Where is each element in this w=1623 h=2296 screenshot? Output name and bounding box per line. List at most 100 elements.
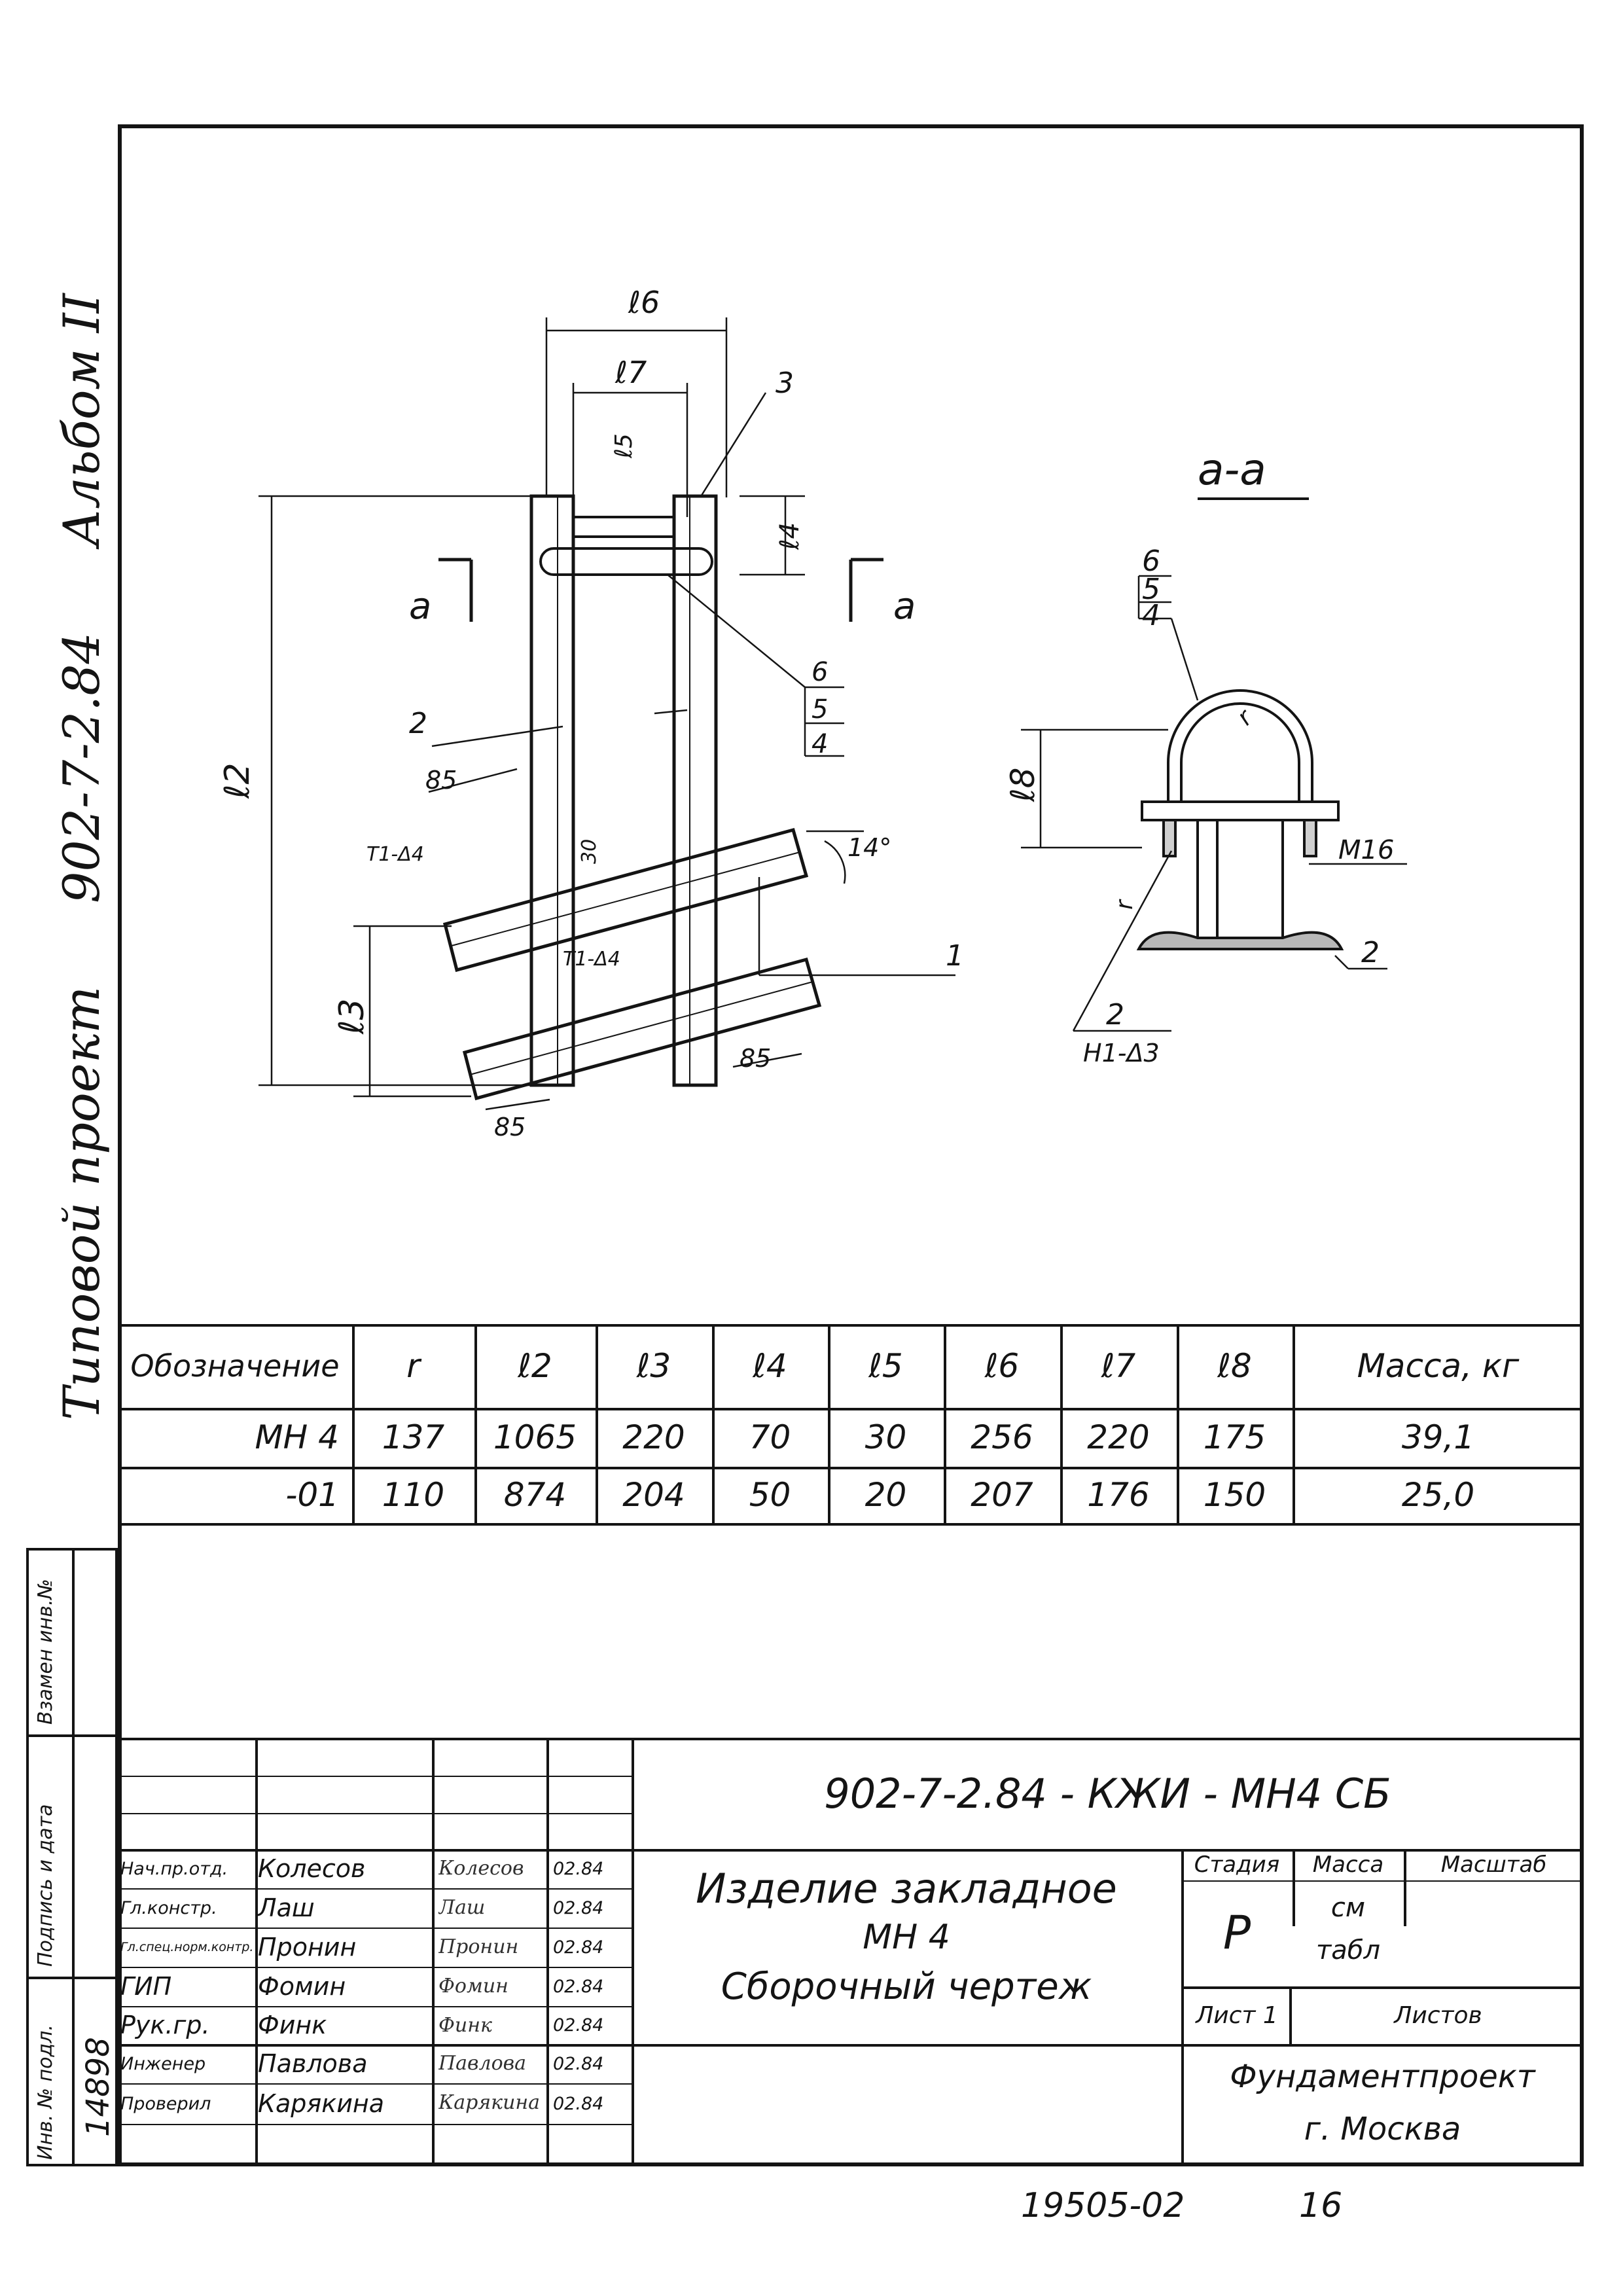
mass-label: Масса — [1312, 1852, 1384, 1878]
table-header-l5: ℓ5 — [868, 1347, 903, 1385]
dimension-lines — [259, 317, 955, 1111]
sheets-label: Листов — [1394, 2001, 1482, 2029]
callout-4: 4 — [812, 729, 828, 759]
table-row-2-designation: -01 — [285, 1476, 339, 1514]
table-row-1-l2: 1065 — [493, 1418, 577, 1456]
staff-signature-2: Лаш — [438, 1896, 486, 1919]
table-header-l3: ℓ3 — [636, 1347, 671, 1385]
staff-date-7: 02.84 — [553, 2093, 604, 2114]
staff-name-4: Фомин — [258, 1972, 346, 2001]
dim-85-bottom: 85 — [494, 1113, 526, 1141]
sheet-label: Лист 1 — [1196, 2001, 1278, 2029]
organization-name: Фундаментпроект — [1230, 2058, 1535, 2095]
left-strip-signature-label: Подпись и дата — [34, 1804, 57, 1967]
staff-signature-4: Фомин — [438, 1975, 508, 1998]
section-weld-r-label: r — [1111, 899, 1138, 910]
table-row-2-l7: 176 — [1087, 1476, 1150, 1514]
diagonal-plate-upper — [442, 827, 809, 973]
drawing-frame — [118, 124, 1584, 2166]
mass-value-line-1: см — [1330, 1893, 1366, 1923]
table-row-2-l2: 874 — [503, 1476, 567, 1514]
staff-date-4: 02.84 — [553, 1976, 604, 1997]
staff-name-3: Пронин — [258, 1933, 357, 1962]
item-name-line-1: Изделие закладное — [696, 1864, 1117, 1912]
table-row-2-l3: 204 — [622, 1476, 685, 1514]
left-strip-inventory-label: Инв. № подл. — [34, 2024, 57, 2160]
right-channel — [672, 494, 718, 1087]
staff-date-5: 02.84 — [553, 2015, 604, 2036]
table-row-1-l4: 70 — [749, 1418, 791, 1456]
dim-l2: ℓ2 — [218, 762, 257, 799]
table-header-l2: ℓ2 — [518, 1347, 552, 1385]
staff-name-6: Павлова — [258, 2049, 368, 2078]
staff-date-2: 02.84 — [553, 1897, 604, 1918]
callout-5: 5 — [812, 694, 828, 725]
callout-1: 1 — [946, 939, 964, 973]
callout-6: 6 — [812, 657, 828, 687]
staff-signature-7: Карякина — [438, 2091, 541, 2114]
table-header-mass: Масса, кг — [1357, 1347, 1520, 1385]
dim-85-top: 85 — [425, 766, 457, 795]
table-row-2-l6: 207 — [971, 1476, 1033, 1514]
section-view: а-а 6 5 4 — [1004, 444, 1407, 1067]
table-row-1-l5: 30 — [865, 1418, 907, 1456]
section-mark-right: а — [893, 585, 916, 628]
slot-bolt — [539, 547, 713, 576]
stage-value: Р — [1222, 1906, 1251, 1960]
staff-date-1: 02.84 — [553, 1858, 604, 1879]
dim-30: 30 — [578, 839, 601, 864]
dim-l7: ℓ7 — [615, 355, 647, 390]
diagonal-plate-lower — [462, 957, 822, 1101]
table-row-1-l6: 256 — [971, 1418, 1033, 1456]
left-strip: Взамен инв.№ Подпись и дата Инв. № подл.… — [26, 1548, 118, 2166]
table-header-r: r — [406, 1347, 420, 1385]
staff-date-3: 02.84 — [553, 1937, 604, 1958]
callout-2: 2 — [409, 707, 427, 740]
staff-name-7: Карякина — [258, 2089, 385, 2118]
table-row-2-mass: 25,0 — [1401, 1476, 1475, 1514]
table-row-2-l8: 150 — [1203, 1476, 1266, 1514]
staff-signature-5: Финк — [438, 2014, 492, 2037]
dimension-table: Обозначение r ℓ2 ℓ3 ℓ4 ℓ5 ℓ6 ℓ7 ℓ8 Масса… — [118, 1324, 1584, 1526]
callout-3: 3 — [776, 367, 794, 400]
table-row-1-l3: 220 — [622, 1418, 685, 1456]
section-callout-2-right: 2 — [1361, 936, 1380, 969]
title-block: 902-7-2.84 - КЖИ - МН4 СБ Нач.пр.отд. Ко… — [118, 1738, 1584, 2166]
dim-14deg: 14° — [847, 833, 891, 862]
table-header-l6: ℓ6 — [984, 1347, 1020, 1385]
table-row-2-l4: 50 — [749, 1476, 791, 1514]
table-header-l4: ℓ4 — [753, 1347, 787, 1385]
weld-label-t1-lower: Т1-Δ4 — [563, 948, 620, 971]
section-callout-5: 5 — [1142, 573, 1160, 606]
section-mark-left: а — [409, 585, 431, 628]
footer-page: 16 — [1299, 2186, 1343, 2225]
table-row-1-l8: 175 — [1203, 1418, 1266, 1456]
staff-role-3: Гл.спец.норм.контр. — [120, 1940, 254, 1954]
inventory-number: 14898 — [80, 2037, 116, 2137]
section-callout-6: 6 — [1142, 545, 1160, 578]
section-title: а-а — [1198, 444, 1266, 495]
staff-role-2: Гл.констр. — [120, 1897, 217, 1918]
dim-l6: ℓ6 — [628, 285, 660, 320]
technical-drawing: ℓ6 ℓ7 ℓ5 ℓ4 ℓ2 ℓ3 85 85 85 30 14° 3 2 1 … — [218, 285, 1407, 1141]
staff-name-5: Финк — [258, 2011, 327, 2039]
dim-l4: ℓ4 — [775, 522, 805, 550]
dim-l3: ℓ3 — [332, 998, 372, 1035]
table-row-1-designation: МН 4 — [255, 1418, 339, 1456]
section-weld-h1: Н1-Δ3 — [1083, 1039, 1160, 1067]
table-header-l7: ℓ7 — [1101, 1347, 1136, 1385]
table-row-1-mass: 39,1 — [1401, 1418, 1475, 1456]
staff-signature-1: Колесов — [438, 1857, 524, 1880]
staff-signature-3: Пронин — [438, 1935, 519, 1958]
staff-role-5: Рук.гр. — [120, 2011, 210, 2039]
drawing-labels: ℓ6 ℓ7 ℓ5 ℓ4 ℓ2 ℓ3 85 85 85 30 14° 3 2 1 … — [218, 285, 964, 1141]
organization-city: г. Москва — [1304, 2110, 1461, 2147]
section-callout-4: 4 — [1142, 599, 1160, 632]
staff-date-6: 02.84 — [553, 2053, 604, 2074]
table-row-1-l7: 220 — [1087, 1418, 1150, 1456]
footer-number: 19505-02 — [1021, 2186, 1185, 2225]
section-callout-2-left: 2 — [1106, 998, 1124, 1031]
staff-name-2: Лаш — [258, 1893, 315, 1922]
stage-label: Стадия — [1194, 1852, 1280, 1878]
staff-name-1: Колесов — [258, 1854, 366, 1883]
